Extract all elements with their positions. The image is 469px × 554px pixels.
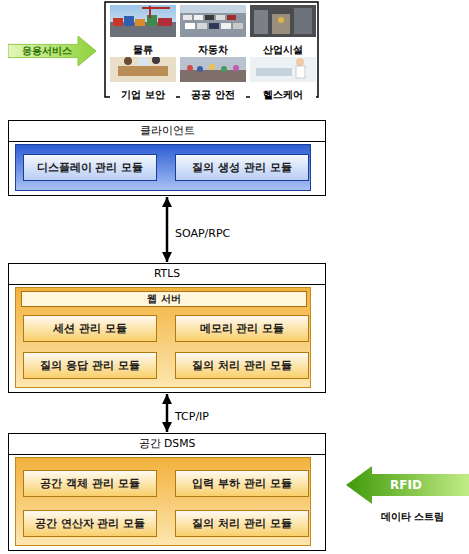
photo-caption: 산업시설 xyxy=(263,44,303,56)
car xyxy=(197,23,207,29)
module-label: 질의 응답 관리 모듈 xyxy=(40,358,140,373)
module-box: 디스플레이 관리 모듈 xyxy=(23,154,157,181)
module-label: 공간 연산자 관리 모듈 xyxy=(35,516,146,531)
car xyxy=(221,23,231,29)
module-label: 질의 처리 관리 모듈 xyxy=(192,516,292,531)
monitor xyxy=(138,58,148,66)
service-arrow: 응용서비스 xyxy=(8,36,96,66)
photo-background xyxy=(110,5,176,37)
person xyxy=(221,66,227,72)
worker xyxy=(278,17,284,23)
car xyxy=(209,23,219,29)
desk xyxy=(118,66,168,76)
crane xyxy=(142,6,170,18)
car xyxy=(185,23,195,29)
module-label: 질의 처리 관리 모듈 xyxy=(192,358,292,373)
photo-background xyxy=(250,5,316,37)
layer-title: 클라이언트 xyxy=(9,121,325,142)
person xyxy=(209,64,215,70)
photo-caption: 자동차 xyxy=(198,44,228,56)
container xyxy=(147,15,157,26)
car xyxy=(216,15,225,20)
person xyxy=(124,57,132,65)
double-arrow xyxy=(166,197,169,262)
machine xyxy=(254,10,268,34)
machine xyxy=(272,14,290,34)
stream-label: 데이타 스트림 xyxy=(346,510,469,524)
car xyxy=(227,15,236,20)
machine xyxy=(294,8,312,34)
photo-caption: 물류 xyxy=(133,44,153,56)
photo-sky xyxy=(180,5,246,13)
module-box: 공간 객체 관리 모듈 xyxy=(23,470,157,497)
server-band: 웹 서버 xyxy=(21,291,307,307)
module-box: 메모리 관리 모듈 xyxy=(175,315,309,342)
person xyxy=(152,56,160,64)
photo-caption: 기업 보안 xyxy=(121,89,164,101)
module-box: 공간 연산자 관리 모듈 xyxy=(23,510,157,537)
industry-photo xyxy=(250,5,316,37)
person xyxy=(187,65,193,71)
layer-title: 공간 DSMS xyxy=(9,434,325,455)
double-arrow xyxy=(166,394,169,432)
crowd xyxy=(180,70,246,82)
photo-caption-box: 기업 보안 xyxy=(110,83,176,102)
protocol-label-box: TCP/IP xyxy=(175,405,209,425)
protocol-label-box: SOAP/RPC xyxy=(175,222,230,242)
layer-title: RTLS xyxy=(9,264,325,285)
logistics-photo xyxy=(110,5,176,37)
person xyxy=(233,65,239,71)
photo-caption-box: 물류 xyxy=(110,38,176,57)
photo-caption: 헬스케어 xyxy=(263,89,303,101)
container xyxy=(113,18,123,26)
photo-caption-box: 공공 안전 xyxy=(180,83,246,102)
photo-background xyxy=(180,5,246,37)
module-label: 디스플레이 관리 모듈 xyxy=(37,160,144,175)
protocol-label: TCP/IP xyxy=(175,409,209,425)
photo-caption-box: 자동차 xyxy=(180,38,246,57)
server-label: 웹 서버 xyxy=(147,292,180,306)
module-box: 질의 생성 관리 모듈 xyxy=(175,154,309,181)
container xyxy=(135,19,145,26)
container xyxy=(158,18,172,26)
person xyxy=(197,66,203,72)
car xyxy=(183,15,192,20)
module-label: 세션 관리 모듈 xyxy=(53,321,127,336)
arrow-shape xyxy=(8,36,96,66)
bed xyxy=(256,68,292,76)
car xyxy=(233,23,243,29)
module-box: 질의 처리 관리 모듈 xyxy=(175,352,309,379)
car xyxy=(205,15,214,20)
module-label: 입력 부하 관리 모듈 xyxy=(192,476,292,491)
module-box: 입력 부하 관리 모듈 xyxy=(175,470,309,497)
person xyxy=(296,66,305,78)
module-label: 메모리 관리 모듈 xyxy=(200,321,285,336)
module-box: 질의 처리 관리 모듈 xyxy=(175,510,309,537)
photo-caption-box: 헬스케어 xyxy=(250,83,316,102)
module-label: 질의 생성 관리 모듈 xyxy=(192,160,292,175)
protocol-label: SOAP/RPC xyxy=(175,226,230,242)
layer-box: 클라이언트디스플레이 관리 모듈 질의 생성 관리 모듈 xyxy=(8,120,326,196)
module-box: 질의 응답 관리 모듈 xyxy=(23,352,157,379)
service-label: 응용서비스 xyxy=(22,44,82,58)
container xyxy=(124,16,134,26)
module-box: 세션 관리 모듈 xyxy=(23,315,157,342)
module-label: 공간 객체 관리 모듈 xyxy=(40,476,140,491)
car-photo xyxy=(180,5,246,37)
input-arrow: RFID 데이타 스트림 xyxy=(346,466,469,532)
rfid-label: RFID xyxy=(390,477,469,493)
person xyxy=(296,58,304,66)
layer-box: RTLS 웹 서버세션 관리 모듈 메모리 관리 모듈질의 응답 관리 모듈 질의 처… xyxy=(8,263,326,393)
car xyxy=(194,15,203,20)
photo-caption: 공공 안전 xyxy=(191,89,234,101)
photo-caption-box: 산업시설 xyxy=(250,38,316,57)
layer-box: 공간 DSMS 공간 객체 관리 모듈 입력 부하 관리 모듈공간 연산자 관리 모… xyxy=(8,433,326,551)
